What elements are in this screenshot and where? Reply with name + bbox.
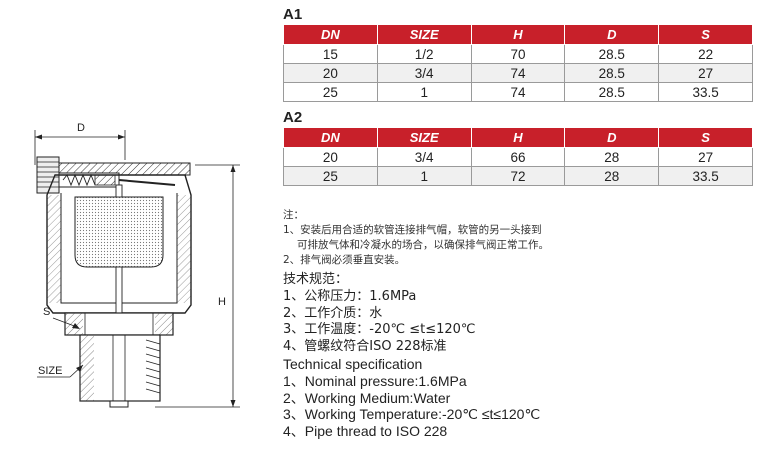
- table-cell: 20: [283, 63, 378, 83]
- dimension-d-label: D: [77, 122, 85, 134]
- valve-cross-section-drawing: D H S S: [34, 122, 240, 408]
- specs-cn-heading: 技术规范：: [283, 272, 349, 287]
- table-cell: 1: [376, 82, 472, 102]
- table-cell: 33.5: [658, 82, 753, 102]
- column-header: DN: [283, 24, 378, 45]
- column-header: S: [658, 127, 753, 148]
- table-cell: 20: [283, 147, 378, 167]
- note-line: 1、安装后用合适的软管连接排气帽，软管的另一头接到: [283, 224, 542, 236]
- note-line: 2、排气阀必须垂直安装。: [283, 254, 406, 266]
- column-header: H: [470, 127, 566, 148]
- table-cell: 74: [470, 82, 566, 102]
- column-header: SIZE: [376, 127, 472, 148]
- spec-item: 4、Pipe thread to ISO 228: [283, 423, 448, 440]
- table-cell: 27: [658, 63, 753, 83]
- table-cell: 25: [283, 166, 378, 186]
- spec-item: 3、Working Temperature:-20℃ ≤t≤120℃: [283, 406, 541, 423]
- spec-item: 1、Nominal pressure:1.6MPa: [283, 372, 467, 389]
- column-header: H: [470, 24, 566, 45]
- column-header: D: [564, 24, 660, 45]
- table-cell: 25: [283, 82, 378, 102]
- table-cell: 28.5: [564, 63, 660, 83]
- table-cell: 27: [658, 147, 753, 167]
- specs-en-heading: Technical specification: [283, 355, 423, 372]
- notes-heading: 注：: [283, 209, 304, 221]
- table-cell: 1/2: [376, 44, 472, 64]
- table-cell: 1: [376, 166, 472, 186]
- table-cell: 66: [470, 147, 566, 167]
- table-cell: 28.5: [564, 44, 660, 64]
- table-cell: 28: [564, 166, 660, 186]
- spec-item: 1、公称压力：1.6MPa: [283, 288, 417, 304]
- column-header: D: [564, 127, 660, 148]
- table-cell: 33.5: [658, 166, 753, 186]
- table-cell: 3/4: [376, 63, 472, 83]
- table-cell: 15: [283, 44, 378, 64]
- table-cell: 3/4: [376, 147, 472, 167]
- dimension-h-label: H: [218, 296, 226, 308]
- table-a1-title: A1: [283, 6, 303, 23]
- spec-item: 2、工作介质：水: [283, 305, 383, 321]
- table-cell: 28: [564, 147, 660, 167]
- table-cell: 28.5: [564, 82, 660, 102]
- note-line: 可排放气体和冷凝水的场合，以确保排气阀正常工作。: [297, 239, 549, 251]
- table-a2-title: A2: [283, 109, 303, 126]
- column-header: S: [658, 24, 753, 45]
- installation-notes: 注： 1、安装后用合适的软管连接排气帽，软管的另一头接到 可排放气体和冷凝水的场…: [283, 208, 753, 268]
- table-cell: 22: [658, 44, 753, 64]
- spec-item: 4、管螺纹符合ISO 228标准: [283, 339, 447, 355]
- dimension-size-label: SIZE: [38, 365, 62, 377]
- dimension-s-label: S: [43, 306, 50, 318]
- column-header: DN: [283, 127, 378, 148]
- column-header: SIZE: [376, 24, 472, 45]
- table-cell: 74: [470, 63, 566, 83]
- table-cell: 72: [470, 166, 566, 186]
- spec-item: 3、工作温度：-20℃ ≤t≤120℃: [283, 322, 476, 338]
- table-cell: 70: [470, 44, 566, 64]
- spec-item: 2、Working Medium:Water: [283, 389, 451, 406]
